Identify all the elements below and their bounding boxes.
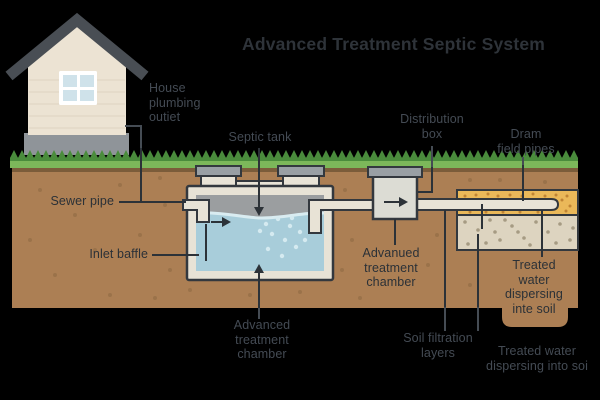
flow-arrow-distribution xyxy=(384,197,408,207)
flow-arrow-chamber-up xyxy=(254,264,264,308)
riser-cap-left xyxy=(195,165,242,177)
label-inlet-baffle: Inlet baffle xyxy=(89,247,148,261)
flow-arrows xyxy=(211,148,264,308)
filtration-speckles xyxy=(463,218,575,247)
label-distribution-box: Distribution box xyxy=(400,112,464,141)
label-advanued-treatment-chamber: Advanued treatment chamber xyxy=(362,246,420,289)
label-advanced-treatment-chamber: Advanced treatment chamber xyxy=(233,318,291,361)
label-sewer-pipe: Sewer pipe xyxy=(50,194,114,208)
riser-cap-right xyxy=(277,165,325,177)
house xyxy=(5,12,149,155)
gravel-speckles xyxy=(463,192,572,214)
distribution-box-body xyxy=(371,174,419,221)
pointer-distribution-box xyxy=(418,167,433,193)
diagram-title: Advanced Treatment Septic System xyxy=(242,34,546,54)
distribution-box-cap xyxy=(367,166,423,178)
inlet-pipe-elbow xyxy=(182,199,210,223)
soil-speckles xyxy=(28,176,547,300)
flow-arrow-septic-tank-down xyxy=(254,148,264,216)
drain-field-pipe xyxy=(414,198,560,211)
label-house-plumbing-outlet: House plumbing outiet xyxy=(149,81,201,124)
house-window xyxy=(59,71,97,105)
label-treated-water-into-soi: Treated water dispersing into soi xyxy=(486,344,588,373)
pointer-house-outlet-dark-bg xyxy=(125,125,142,149)
grass xyxy=(10,150,578,168)
soil-label-tab xyxy=(502,300,568,327)
label-drain-field-pipes: Dram field pipes xyxy=(497,127,555,156)
distribution-box xyxy=(367,166,423,221)
label-septic-tank: Septic tank xyxy=(228,130,292,144)
pipes xyxy=(182,198,560,261)
water-bubbles xyxy=(257,215,308,259)
label-treated-water-inte-soil: Treated water dispersing inte soil xyxy=(505,258,563,316)
label-soil-filtration-layers: Soil filtration layers xyxy=(403,331,473,360)
house-roof xyxy=(5,12,149,81)
flow-arrow-inlet-right xyxy=(211,217,231,227)
water-surface-highlight xyxy=(195,211,325,220)
house-foundation xyxy=(24,133,129,155)
pointer-lines xyxy=(119,125,543,331)
